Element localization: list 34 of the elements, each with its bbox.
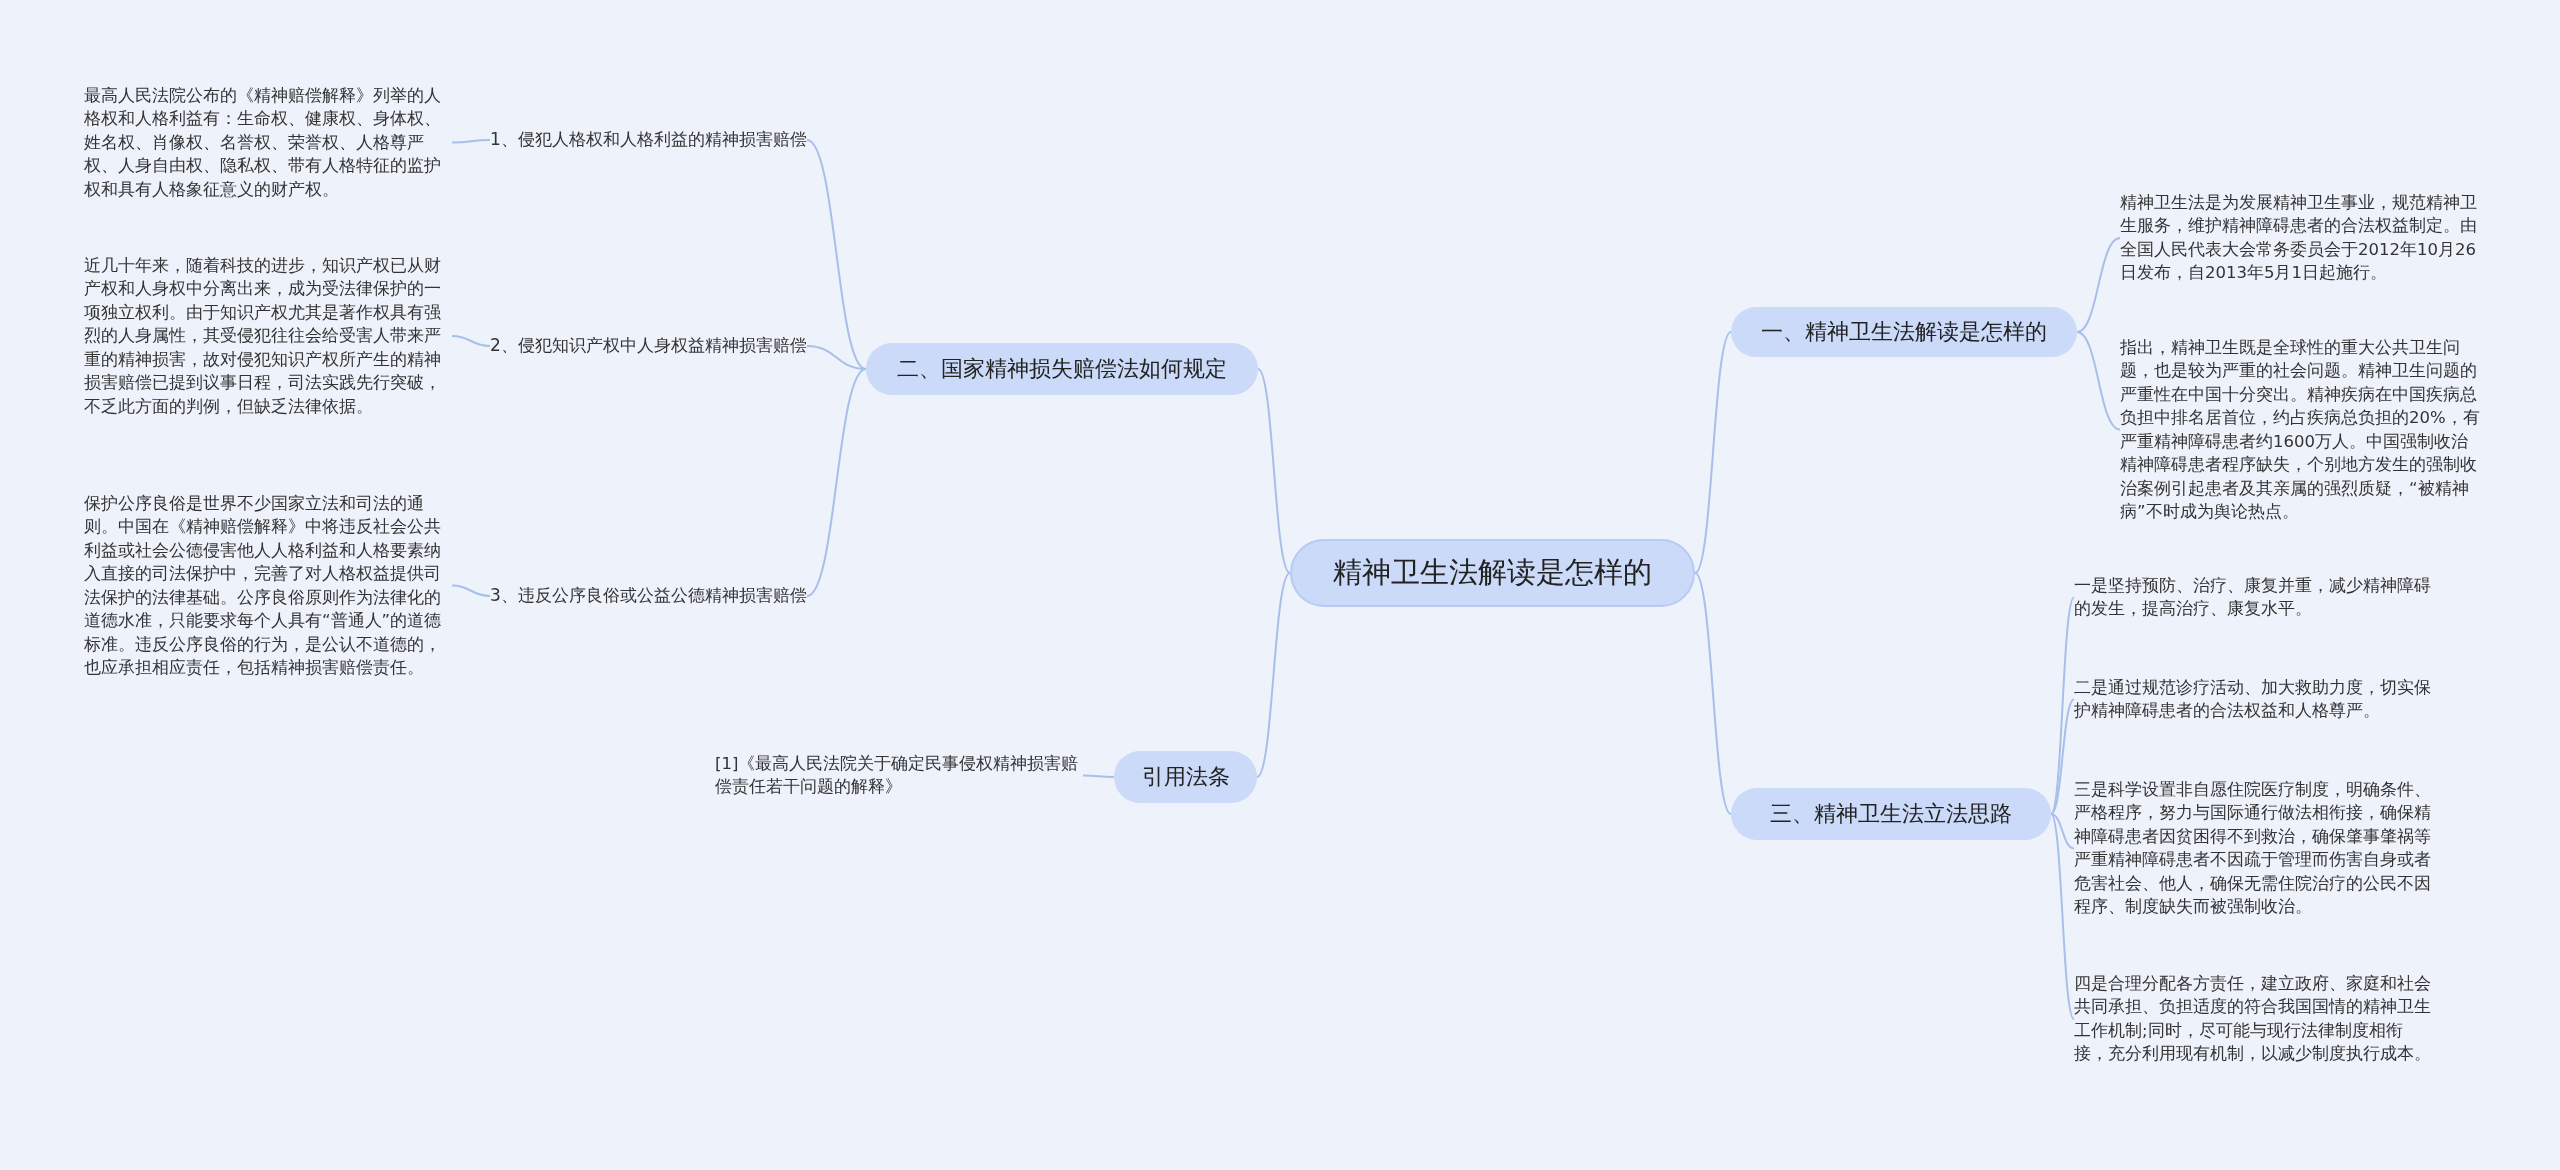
connector-line bbox=[451, 335, 491, 347]
topic-box: 一、精神卫生法解读是怎样的 bbox=[1731, 307, 2077, 357]
topic-box: 二、国家精神损失赔偿法如何规定 bbox=[866, 343, 1258, 395]
branch-label: 1、侵犯人格权和人格利益的精神损害赔偿 bbox=[490, 128, 807, 152]
text-note: 四是合理分配各方责任，建立政府、家庭和社会共同承担、负担适度的符合我国国情的精神卫生工作机制;同时，尽可能与现行法律制度相衔接，充分利用现有机制，以减少制度执行成本。 bbox=[2074, 972, 2436, 1066]
text-note: 最高人民法院公布的《精神赔偿解释》列举的人格权和人格利益有：生命权、健康权、身体权、姓名权、肖像权、名誉权、荣誉权、人格尊严权、人身自由权、隐私权、带有人格特征的监护权和具有人格象征意义的财产权。 bbox=[84, 84, 452, 202]
text-note: 精神卫生法是为发展精神卫生事业，规范精神卫生服务，维护精神障碍患者的合法权益制定。由全国人民代表大会常务委员会于2012年10月26日发布，自2013年5月1日起施行。 bbox=[2120, 191, 2482, 285]
branch-label: 3、违反公序良俗或公益公德精神损害赔偿 bbox=[490, 584, 807, 608]
topic-box: 引用法条 bbox=[1114, 751, 1257, 803]
text-note: 二是通过规范诊疗活动、加大救助力度，切实保护精神障碍患者的合法权益和人格尊严。 bbox=[2074, 676, 2436, 723]
connector-line bbox=[2050, 813, 2075, 1020]
connector-line bbox=[451, 584, 491, 597]
text-note: 近几十年来，随着科技的进步，知识产权已从财产权和人身权中分离出来，成为受法律保护的一项独立权利。由于知识产权尤其是著作权具有强烈的人身属性，其受侵犯往往会给受害人带来严重的精神损害，故对侵犯知识产权所产生的精神损害赔偿已提到议事日程，司法实践先行突破，不乏此方面的判例，但缺乏法律依据。 bbox=[84, 254, 452, 418]
connector-line bbox=[1082, 774, 1115, 778]
connector-line bbox=[2050, 698, 2075, 815]
connector-line bbox=[1694, 331, 1732, 574]
connector-line bbox=[806, 368, 867, 597]
text-note: 一是坚持预防、治疗、康复并重，减少精神障碍的发生，提高治疗、康复水平。 bbox=[2074, 574, 2436, 621]
topic-box: 三、精神卫生法立法思路 bbox=[1731, 788, 2051, 840]
text-note: 三是科学设置非自愿住院医疗制度，明确条件、严格程序，努力与国际通行做法相衔接，确保精神障碍患者因贫困得不到救治，确保肇事肇祸等严重精神障碍患者不因疏于管理而伤害自身或者危害社会、他人，确保无需住院治疗的公民不因程序、制度缺失而被强制收治。 bbox=[2074, 778, 2436, 919]
connector-line bbox=[2076, 331, 2121, 431]
text-note: 保护公序良俗是世界不少国家立法和司法的通则。中国在《精神赔偿解释》中将违反社会公共利益或社会公德侵害他人人格利益和人格要素纳入直接的司法保护中，完善了对人格权益提供司法保护的法律基础。公序良俗原则作为法律化的道德水准，只能要求每个人具有“普通人”的道德标准。违反公序良俗的行为，是公认不道德的，也应承担相应责任，包括精神损害赔偿责任。 bbox=[84, 492, 452, 680]
connector-line bbox=[1256, 572, 1291, 778]
connector-line bbox=[2050, 596, 2075, 815]
connector-line bbox=[2050, 813, 2075, 850]
text-note: 指出，精神卫生既是全球性的重大公共卫生问题，也是较为严重的社会问题。精神卫生问题的严重性在中国十分突出。精神疾病在中国疾病总负担中排名居首位，约占疾病总负担的20%，有严重精神障碍患者约1600万人。中国强制收治精神障碍患者程序缺失，个别地方发生的强制收治案例引起患者及其亲属的强烈质疑，“被精神病”不时成为舆论热点。 bbox=[2120, 336, 2482, 524]
central-topic: 精神卫生法解读是怎样的 bbox=[1290, 539, 1695, 607]
connector-line bbox=[451, 139, 491, 144]
connector-line bbox=[806, 139, 867, 370]
connector-line bbox=[2076, 237, 2121, 333]
connector-line bbox=[1694, 572, 1732, 815]
connector-line bbox=[1257, 368, 1291, 574]
branch-label: 2、侵犯知识产权中人身权益精神损害赔偿 bbox=[490, 334, 807, 358]
text-note: [1]《最高人民法院关于确定民事侵权精神损害赔偿责任若干问题的解释》 bbox=[715, 752, 1083, 799]
